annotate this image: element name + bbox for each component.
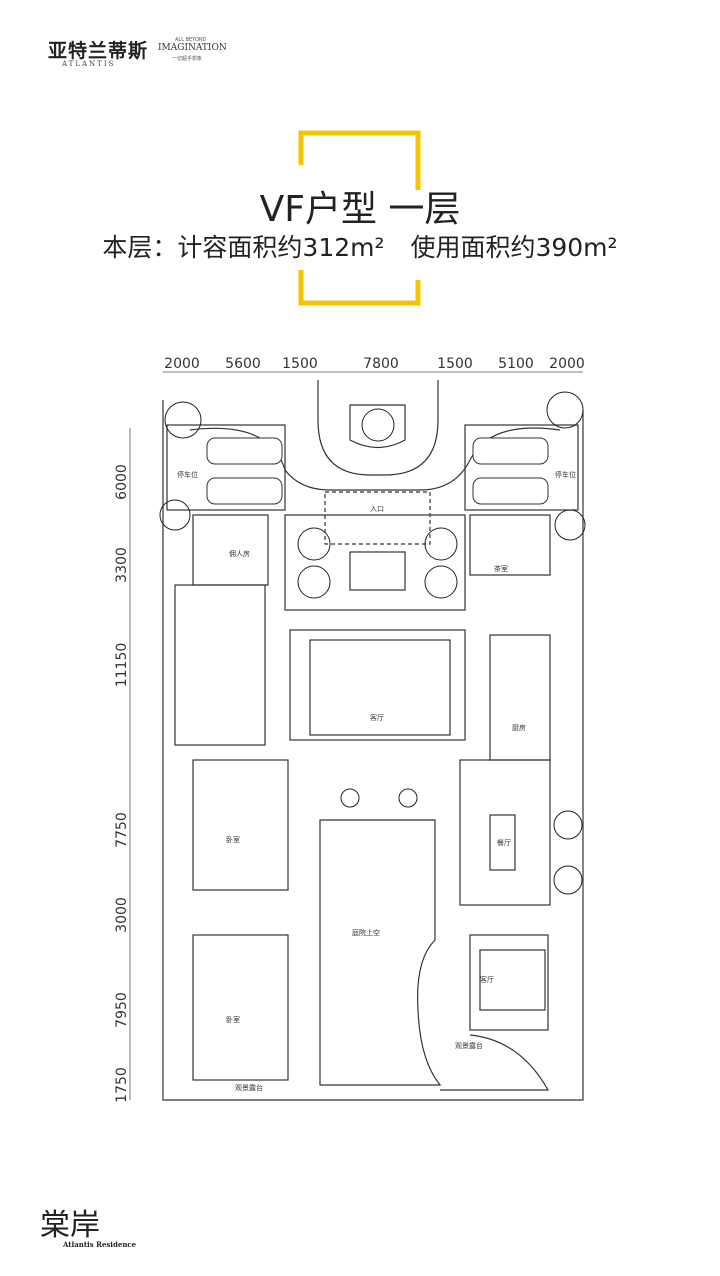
room-label-terrace-2: 观景露台 — [235, 1083, 263, 1092]
dimension-top-label: 5100 — [498, 356, 534, 372]
room-label-bedroom-2: 卧室 — [226, 1015, 240, 1024]
room-label-kitchen: 厨房 — [512, 723, 526, 732]
partner-logo-sub: 一切超乎想象 — [172, 56, 203, 62]
room-label-living: 客厅 — [370, 713, 384, 722]
room-label-living-2: 客厅 — [480, 975, 494, 984]
partner-logo-top: ALL BEYOND — [175, 37, 207, 43]
room-label-bedroom-1: 卧室 — [226, 835, 240, 844]
page-title: VF户型 一层 — [259, 189, 461, 230]
dimension-top-label: 2000 — [164, 356, 200, 372]
footer-logo: 棠岸 — [40, 1208, 100, 1243]
room-label-courtyard: 庭院上空 — [352, 928, 380, 937]
dimension-top-label: 5600 — [225, 356, 261, 372]
dimension-left-label: 7750 — [114, 812, 130, 848]
car-icons — [206, 437, 549, 505]
brand-logo: 亚特兰蒂斯 — [48, 40, 149, 62]
partner-logo: IMAGINATION — [158, 43, 227, 53]
area-subtitle: 本层：计容面积约312m² 使用面积约390m² — [102, 233, 618, 262]
title-frame — [298, 130, 421, 306]
room-label-servant: 佣人房 — [229, 549, 250, 558]
dimension-left-label: 3000 — [114, 897, 130, 933]
dimension-lines — [129, 371, 583, 1100]
dimension-left-label: 6000 — [114, 464, 130, 500]
room-label-dining: 餐厅 — [497, 838, 511, 847]
room-label-terrace-1: 观景露台 — [455, 1041, 483, 1050]
dimension-left-label: 11150 — [114, 643, 130, 688]
dimension-top-label: 1500 — [282, 356, 318, 372]
dimension-top-label: 7800 — [363, 356, 399, 372]
room-label-parking-right: 停车位 — [555, 470, 576, 479]
dimension-top-label: 1500 — [437, 356, 473, 372]
dimension-left-label: 7950 — [114, 992, 130, 1028]
room-label-entrance: 入口 — [370, 505, 384, 513]
room-label-tea: 茶室 — [494, 564, 508, 573]
footer-logo-en: Atlantis Residence — [63, 1240, 137, 1249]
dimension-top-label: 2000 — [549, 356, 585, 372]
brand-logo-en: ATLANTIS — [62, 60, 116, 68]
dimension-left-label: 3300 — [114, 547, 130, 583]
dimension-left-label: 1750 — [114, 1067, 130, 1103]
tree-icons — [159, 391, 586, 895]
room-label-parking-left: 停车位 — [177, 470, 198, 479]
